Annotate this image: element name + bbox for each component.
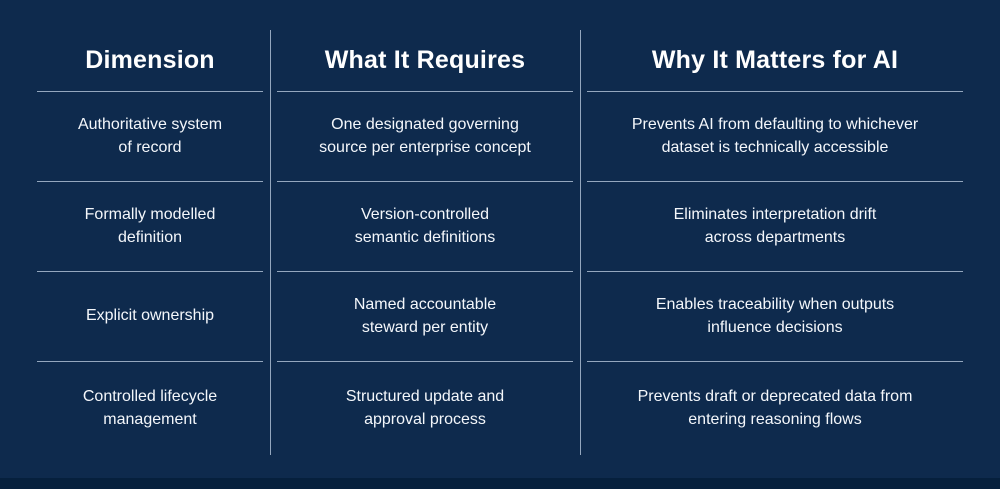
row-separator	[37, 271, 263, 272]
table-cell-dimension-row2: Formally modelled definition	[84, 206, 216, 246]
table-cell-dimension-row3: Explicit ownership	[85, 307, 215, 325]
table-column-requires: What It Requires One designated governin…	[270, 30, 580, 455]
table-cell-dimension-row4: Controlled lifecycle management	[82, 388, 218, 428]
row-separator	[277, 91, 573, 92]
table-column-dimension: Dimension Authoritative system of record…	[30, 30, 270, 455]
table-cell-matters-row4: Prevents draft or deprecated data from e…	[637, 388, 913, 428]
table-cell-requires-row1: One designated governing source per ente…	[319, 116, 531, 156]
column-header-requires: What It Requires	[324, 45, 526, 74]
table-cell-matters-row1: Prevents AI from defaulting to whichever…	[631, 116, 919, 156]
row-separator	[37, 361, 263, 362]
row-separator	[37, 181, 263, 182]
table-cell-matters-row3: Enables traceability when outputs influe…	[655, 296, 895, 336]
column-header-matters: Why It Matters for AI	[651, 45, 899, 74]
table-cell-requires-row4: Structured update and approval process	[345, 388, 505, 428]
row-separator	[587, 181, 963, 182]
row-separator	[587, 361, 963, 362]
table-cell-requires-row3: Named accountable steward per entity	[353, 296, 497, 336]
table-column-matters: Why It Matters for AI Prevents AI from d…	[580, 30, 970, 455]
column-header-dimension: Dimension	[85, 45, 215, 74]
row-separator	[587, 91, 963, 92]
row-separator	[277, 181, 573, 182]
column-divider-2	[580, 30, 581, 455]
table-cell-dimension-row1: Authoritative system of record	[77, 116, 223, 156]
row-separator	[277, 361, 573, 362]
row-separator	[277, 271, 573, 272]
row-separator	[37, 91, 263, 92]
footer-band	[0, 478, 1000, 489]
comparison-table: Dimension Authoritative system of record…	[30, 30, 970, 455]
table-cell-matters-row2: Eliminates interpretation drift across d…	[673, 206, 877, 246]
column-divider-1	[270, 30, 271, 455]
table-cell-requires-row2: Version-controlled semantic definitions	[354, 206, 496, 246]
row-separator	[587, 271, 963, 272]
